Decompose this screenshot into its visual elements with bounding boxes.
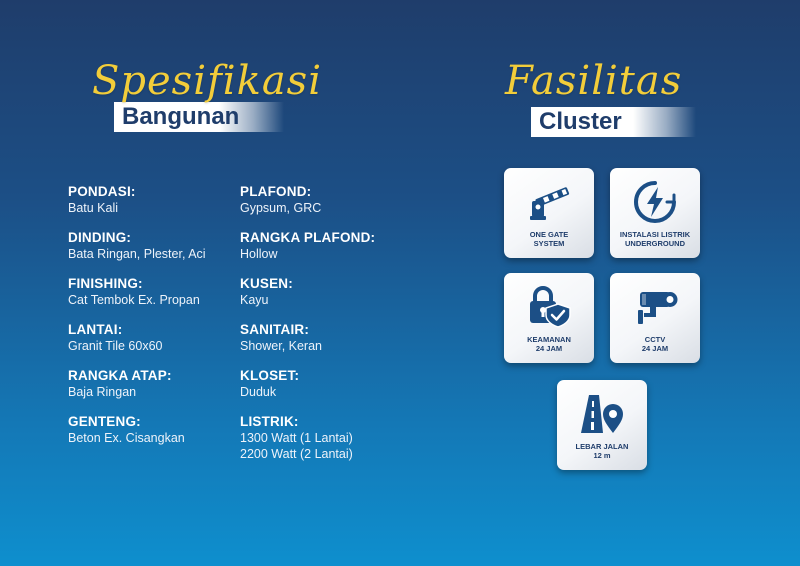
bangunan-band: Bangunan: [114, 102, 284, 132]
spec-value: Beton Ex. Cisangkan: [68, 431, 185, 445]
lock-shield-icon: [530, 286, 571, 328]
spec-column-left: PONDASI: Batu Kali DINDING: Bata Ringan,…: [68, 184, 206, 460]
spec-item-finishing: FINISHING: Cat Tembok Ex. Propan: [68, 276, 206, 322]
spec-label: KLOSET:: [240, 368, 300, 383]
spec-label: LISTRIK:: [240, 414, 299, 429]
spec-value: Gypsum, GRC: [240, 201, 322, 215]
tile-label: LEBAR JALAN 12 m: [575, 442, 629, 460]
tile-label: KEAMANAN 24 JAM: [527, 335, 571, 353]
spec-label: PLAFOND:: [240, 184, 312, 199]
spec-value: Duduk: [240, 385, 277, 399]
spec-value-second: 2200 Watt (2 Lantai): [240, 447, 353, 461]
spec-label: DINDING:: [68, 230, 132, 245]
spec-value: Kayu: [240, 293, 269, 307]
spec-label: RANGKA PLAFOND:: [240, 230, 376, 245]
spec-label: RANGKA ATAP:: [68, 368, 172, 383]
spesifikasi-script-title: Spesifikasi: [92, 58, 323, 104]
spec-label: PONDASI:: [68, 184, 136, 199]
spec-item-dinding: DINDING: Bata Ringan, Plester, Aci: [68, 230, 206, 276]
bangunan-band-title: Bangunan: [122, 103, 240, 130]
spec-value: 1300 Watt (1 Lantai): [240, 431, 353, 445]
spec-value: Shower, Keran: [240, 339, 322, 353]
spec-item-plafond: PLAFOND: Gypsum, GRC: [240, 184, 375, 230]
spec-item-kloset: KLOSET: Duduk: [240, 368, 375, 414]
facility-tile-keamanan: KEAMANAN 24 JAM: [504, 273, 594, 363]
spec-label: SANITAIR:: [240, 322, 310, 337]
spec-value: Bata Ringan, Plester, Aci: [68, 247, 206, 261]
facility-tile-one-gate: ONE GATE SYSTEM: [504, 168, 594, 258]
cctv-camera-icon: [638, 292, 678, 324]
cluster-band-title: Cluster: [539, 108, 622, 135]
spec-label: GENTENG:: [68, 414, 141, 429]
spec-value: Cat Tembok Ex. Propan: [68, 293, 200, 307]
tile-label: CCTV 24 JAM: [641, 335, 669, 353]
spec-item-lantai: LANTAI: Granit Tile 60x60: [68, 322, 206, 368]
road-pin-icon: [581, 395, 623, 433]
spec-value: Granit Tile 60x60: [68, 339, 163, 353]
tile-label: INSTALASI LISTRIK UNDERGROUND: [619, 230, 691, 248]
spec-label: KUSEN:: [240, 276, 293, 291]
cluster-band: Cluster: [531, 107, 696, 137]
spec-label: FINISHING:: [68, 276, 143, 291]
spec-item-listrik: LISTRIK: 1300 Watt (1 Lantai) 2200 Watt …: [240, 414, 375, 461]
spec-value: Baja Ringan: [68, 385, 137, 399]
spec-item-pondasi: PONDASI: Batu Kali: [68, 184, 206, 230]
spec-column-right: PLAFOND: Gypsum, GRC RANGKA PLAFOND: Hol…: [240, 184, 375, 461]
lightning-icon: [634, 181, 676, 223]
spec-item-genteng: GENTENG: Beton Ex. Cisangkan: [68, 414, 206, 460]
fasilitas-script-title: Fasilitas: [505, 58, 683, 104]
spec-value: Hollow: [240, 247, 278, 261]
tile-label: ONE GATE SYSTEM: [529, 230, 569, 248]
spec-item-rangka-plafond: RANGKA PLAFOND: Hollow: [240, 230, 375, 276]
facility-tile-instalasi-listrik: INSTALASI LISTRIK UNDERGROUND: [610, 168, 700, 258]
facility-tile-cctv: CCTV 24 JAM: [610, 273, 700, 363]
gate-barrier-icon: [530, 187, 570, 220]
spec-item-sanitair: SANITAIR: Shower, Keran: [240, 322, 375, 368]
spec-item-kusen: KUSEN: Kayu: [240, 276, 375, 322]
spec-label: LANTAI:: [68, 322, 123, 337]
facility-tile-lebar-jalan: LEBAR JALAN 12 m: [557, 380, 647, 470]
spec-value: Batu Kali: [68, 201, 119, 215]
spec-item-rangka-atap: RANGKA ATAP: Baja Ringan: [68, 368, 206, 414]
